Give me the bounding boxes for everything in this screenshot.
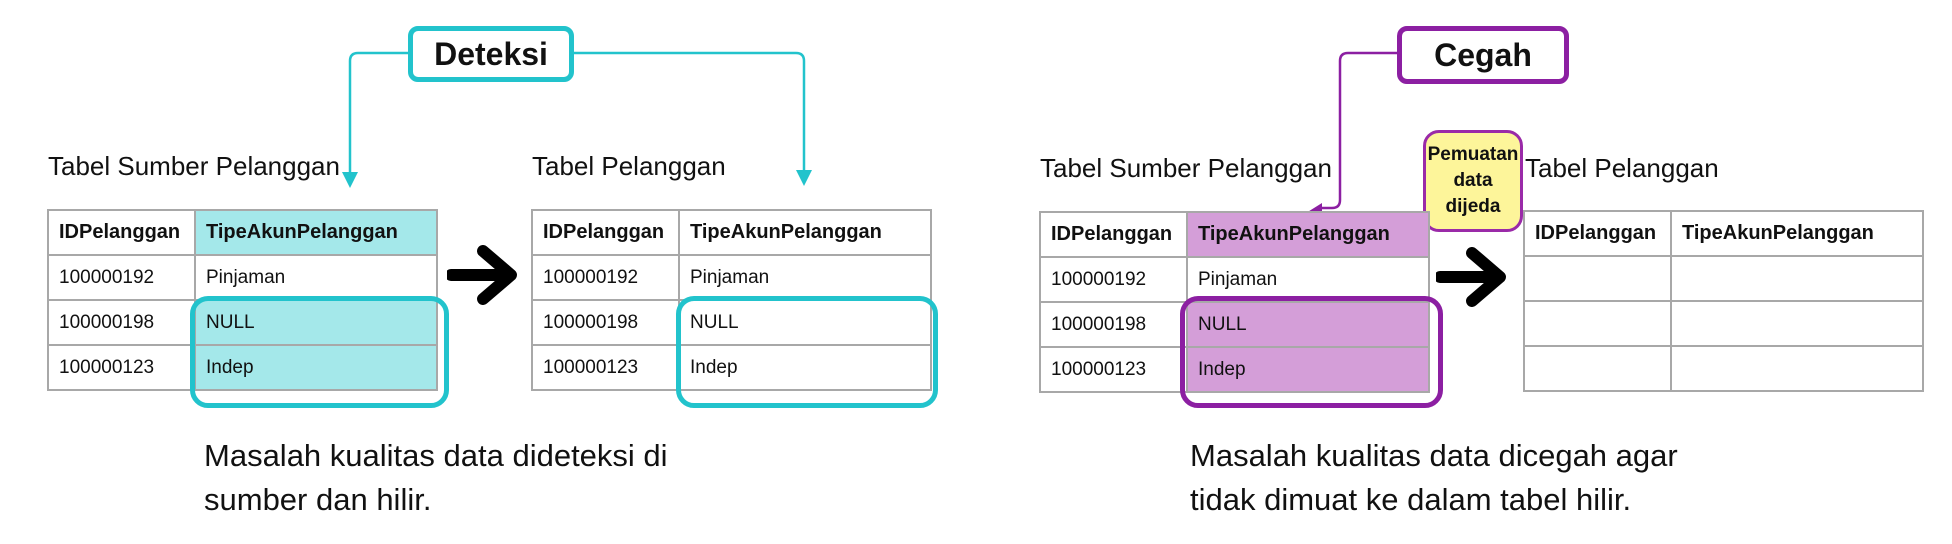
column-header: TipeAkunPelanggan — [678, 209, 932, 256]
prevent-source-table-label: Tabel Sumber Pelanggan — [1040, 153, 1332, 183]
detect-caption-line: Masalah kualitas data dideteksi di — [204, 438, 668, 473]
table-cell: 100000198 — [1039, 301, 1188, 348]
table-cell: NULL — [1186, 301, 1430, 348]
table-cell: Indep — [1186, 346, 1430, 393]
table-cell — [1523, 300, 1672, 347]
prevent-badge: Cegah — [1397, 26, 1569, 84]
prevent-caption-line: tidak dimuat ke dalam tabel hilir. — [1190, 482, 1632, 517]
table-row: 100000192 Pinjaman — [47, 254, 438, 301]
table-cell: 100000123 — [47, 344, 196, 391]
detect-caption: Masalah kualitas data dideteksi di sumbe… — [204, 434, 668, 522]
table-row: 100000198 NULL — [1039, 301, 1430, 348]
detect-badge: Deteksi — [408, 26, 574, 82]
detect-target-highlight — [676, 296, 938, 408]
table-row: 100000198 NULL — [47, 299, 438, 346]
prevent-target-table-label: Tabel Pelanggan — [1525, 153, 1719, 183]
table-row — [1523, 300, 1924, 347]
table-cell: Indep — [194, 344, 438, 391]
table-cell — [1523, 345, 1672, 392]
detect-target-table-label: Tabel Pelanggan — [532, 151, 726, 181]
prevent-target-table: IDPelanggan TipeAkunPelanggan — [1523, 210, 1924, 392]
prevent-source-highlight — [1180, 296, 1443, 408]
prevent-badge-label: Cegah — [1434, 36, 1532, 73]
column-header: IDPelanggan — [1523, 210, 1672, 257]
table-row — [1523, 345, 1924, 392]
column-header: IDPelanggan — [47, 209, 196, 256]
table-cell — [1670, 255, 1924, 302]
table-cell — [1523, 255, 1672, 302]
table-cell: Pinjaman — [678, 254, 932, 301]
table-row: 100000192 Pinjaman — [1039, 256, 1430, 303]
column-header: TipeAkunPelanggan — [194, 209, 438, 256]
detect-source-table-label: Tabel Sumber Pelanggan — [48, 151, 340, 181]
table-cell: 100000198 — [47, 299, 196, 346]
table-cell: 100000192 — [47, 254, 196, 301]
table-cell: 100000192 — [531, 254, 680, 301]
prevent-source-table: IDPelanggan TipeAkunPelanggan 100000192 … — [1039, 211, 1430, 393]
table-row: 100000123 Indep — [531, 344, 932, 391]
table-cell: 100000123 — [1039, 346, 1188, 393]
note-line: dijeda — [1445, 196, 1501, 217]
column-header: TipeAkunPelanggan — [1670, 210, 1924, 257]
table-row: 100000123 Indep — [47, 344, 438, 391]
table-cell: NULL — [678, 299, 932, 346]
load-paused-note: Pemuatan data dijeda — [1423, 130, 1523, 232]
table-cell: Indep — [678, 344, 932, 391]
column-header: IDPelanggan — [1039, 211, 1188, 258]
table-cell: Pinjaman — [1186, 256, 1430, 303]
table-cell — [1670, 345, 1924, 392]
prevent-caption: Masalah kualitas data dicegah agar tidak… — [1190, 434, 1678, 522]
prevent-caption-line: Masalah kualitas data dicegah agar — [1190, 438, 1678, 473]
table-row: 100000192 Pinjaman — [531, 254, 932, 301]
table-row: 100000123 Indep — [1039, 346, 1430, 393]
table-cell — [1670, 300, 1924, 347]
table-cell: Pinjaman — [194, 254, 438, 301]
table-cell: 100000123 — [531, 344, 680, 391]
detect-source-table: IDPelanggan TipeAkunPelanggan 100000192 … — [47, 209, 438, 391]
table-row — [1523, 255, 1924, 302]
detect-badge-label: Deteksi — [434, 35, 548, 72]
arrow-right-icon — [1436, 247, 1506, 307]
column-header: TipeAkunPelanggan — [1186, 211, 1430, 258]
detect-caption-line: sumber dan hilir. — [204, 482, 432, 517]
table-cell: 100000198 — [531, 299, 680, 346]
table-row: 100000198 NULL — [531, 299, 932, 346]
table-cell: 100000192 — [1039, 256, 1188, 303]
detect-source-highlight — [190, 296, 449, 408]
detect-target-table: IDPelanggan TipeAkunPelanggan 100000192 … — [531, 209, 932, 391]
note-line: Pemuatan — [1427, 144, 1519, 165]
table-cell: NULL — [194, 299, 438, 346]
column-header: IDPelanggan — [531, 209, 680, 256]
arrow-right-icon — [447, 245, 517, 305]
note-line: data — [1453, 170, 1493, 191]
